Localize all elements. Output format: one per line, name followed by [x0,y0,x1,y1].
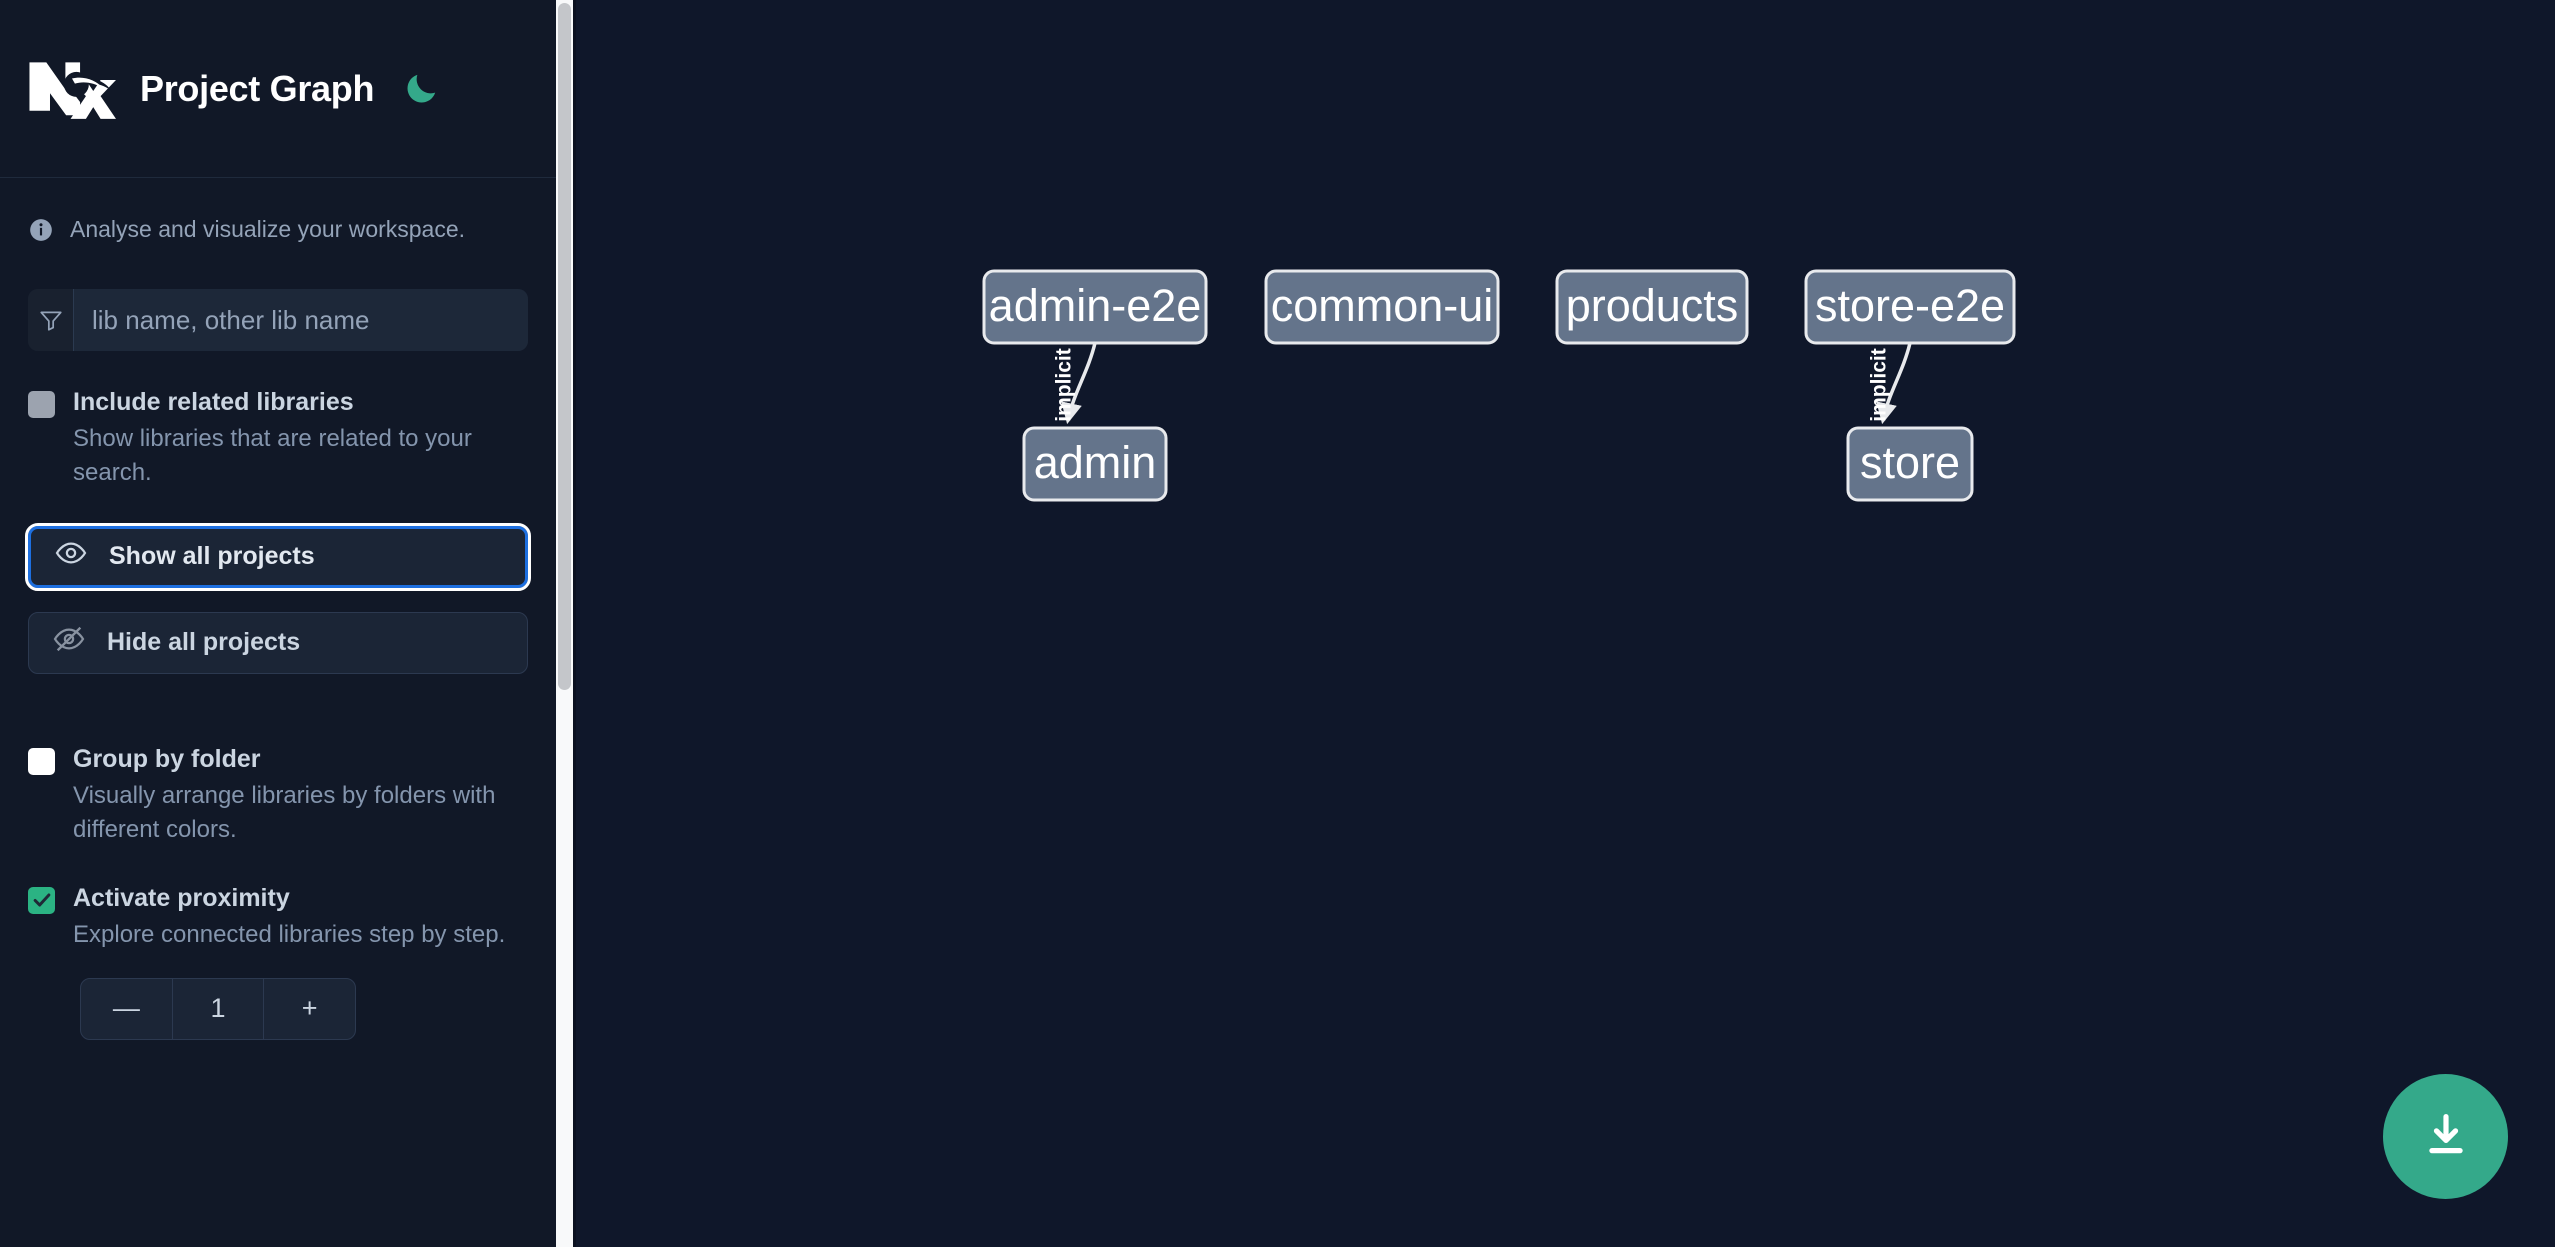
edge-label: implicit [1868,348,1891,422]
node-label: store [1860,437,1960,488]
show-all-projects-label: Show all projects [109,542,315,571]
project-graph-svg: implicit implicit admin-e2e common-ui pr… [982,269,2016,502]
funnel-icon [28,289,74,351]
graph-canvas[interactable]: implicit implicit admin-e2e common-ui pr… [576,0,2555,1247]
nx-logo-icon [28,58,116,120]
checkbox-activate-proximity[interactable] [28,886,55,914]
graph-node-store[interactable]: store [1846,426,1974,502]
download-graph-button[interactable] [2383,1074,2508,1199]
checkbox-group-by-folder[interactable] [28,747,55,775]
option-title: Include related libraries [73,388,354,416]
hide-all-projects-button[interactable]: Hide all projects [28,611,528,674]
option-title: Activate proximity [73,883,290,912]
search-input[interactable] [74,289,528,351]
sidebar-body: Include related libraries Show libraries… [0,289,556,1040]
graph-node-store-e2e[interactable]: store-e2e [1804,269,2016,345]
graph-node-products[interactable]: products [1555,269,1749,345]
proximity-stepper[interactable]: — 1 + [80,977,356,1040]
sidebar-note-text: Analyse and visualize your workspace. [70,216,466,242]
option-include-related-libraries[interactable]: Include related libraries Show libraries… [28,386,528,490]
edge-label: implicit [1053,348,1076,422]
sidebar: Project Graph Analyse and visualize your… [0,0,556,1247]
info-icon [28,217,54,243]
node-label: admin [1034,437,1157,488]
graph-node-admin[interactable]: admin [1022,426,1168,502]
option-description: Show libraries that are related to your … [73,424,472,486]
graph-node-admin-e2e[interactable]: admin-e2e [982,269,1208,345]
filter-search-box[interactable] [28,289,528,351]
option-title: Group by folder [73,744,261,773]
node-label: store-e2e [1815,280,2005,331]
option-activate-proximity[interactable]: Activate proximity Explore connected lib… [28,882,528,952]
proximity-increment-button[interactable]: + [301,993,318,1024]
sidebar-note: Analyse and visualize your workspace. [0,178,556,281]
eye-slash-icon [53,623,85,662]
proximity-decrement-button[interactable]: — [81,978,173,1039]
divider-spacer [28,674,528,708]
hide-all-projects-label: Hide all projects [107,628,301,657]
moon-icon[interactable] [400,68,442,110]
sidebar-header: Project Graph [0,0,556,178]
graph-edge-store-e2e-store[interactable]: implicit [1868,342,1912,425]
node-label: products [1566,280,1739,331]
node-label: admin-e2e [989,280,1202,331]
page-title: Project Graph [140,67,375,109]
option-description: Explore connected libraries step by step… [73,920,506,948]
option-group-by-folder[interactable]: Group by folder Visually arrange librari… [28,743,528,847]
proximity-value: 1 [173,978,265,1039]
graph-node-common-ui[interactable]: common-ui [1264,269,1500,345]
node-label: common-ui [1271,280,1494,331]
checkbox-include-related-libraries[interactable] [28,391,55,418]
download-icon [2420,1109,2472,1164]
option-description: Visually arrange libraries by folders wi… [73,781,496,843]
sidebar-scrollbar-thumb[interactable] [558,3,571,690]
graph-edge-admin-e2e-admin[interactable]: implicit [1053,342,1097,425]
eye-icon [55,537,87,576]
show-all-projects-button[interactable]: Show all projects [25,522,531,591]
sidebar-canvas-divider [573,0,576,1247]
